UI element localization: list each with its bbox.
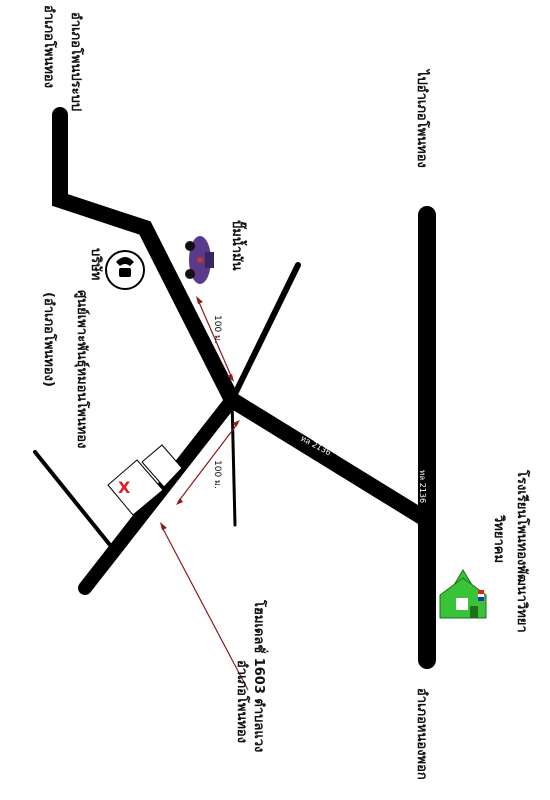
label-school: โรงเรียนโพนทองพัฒนาวิทยา <box>514 469 531 633</box>
gas-station-car-icon <box>185 236 214 284</box>
label-destination-line1: โฮมเดลชั่ 1603 ตำบลแวง <box>251 599 269 752</box>
distance-marker-lower: 100 ม. <box>176 420 240 505</box>
label-office-district: (อำเภอโพนทอง) <box>41 292 58 387</box>
road-upper-branch <box>52 107 240 408</box>
label-destination-line2: อำเภอโพนทอง <box>234 660 251 743</box>
label-top-right: ไปอำเภอโพนทอง <box>414 68 431 168</box>
label-office-sub: บริษัท <box>88 248 103 280</box>
telephone-icon <box>105 250 145 290</box>
destination-arrow <box>160 522 249 691</box>
main-roads <box>52 107 436 669</box>
label-top-left-1: อำเภอโพนทอง <box>41 5 58 88</box>
destination-plot <box>107 444 183 516</box>
distance-marker-upper: 100 ม. <box>196 296 234 382</box>
destination-mark: X <box>118 478 131 497</box>
school-icon <box>439 569 487 619</box>
label-office-name: ศูนย์เพาะพันธุ์หมอนโพนทอง <box>74 290 91 448</box>
minor-roads <box>33 262 301 547</box>
road-minor-north <box>229 262 301 403</box>
road-diagonal-2136 <box>224 392 435 528</box>
road-minor-left <box>33 450 112 547</box>
road-label-2: ทล 2136 <box>418 470 427 503</box>
label-top-left-2: อำเภอโพนประบป <box>68 12 85 111</box>
distance-label-upper: 100 ม. <box>212 315 222 344</box>
label-school-sub: วิทยาคม <box>491 514 506 563</box>
distance-label-lower: 100 ม. <box>212 460 222 489</box>
road-minor-south <box>230 398 237 527</box>
label-bottom-right: อำเภอหนองพอก <box>414 688 430 780</box>
label-gas-station: ปั๊มน้ำมัน <box>229 220 248 271</box>
school-flag-icon <box>478 590 484 601</box>
